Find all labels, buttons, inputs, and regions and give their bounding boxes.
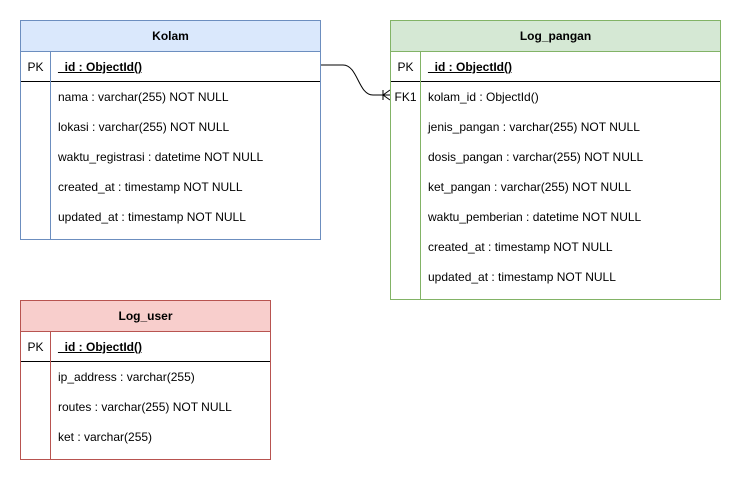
attribute: ket_pangan : varchar(255) NOT NULL (428, 180, 632, 194)
crowfoot-prong-top (382, 89, 391, 96)
attribute: created_at : timestamp NOT NULL (428, 240, 613, 254)
pk-label: PK (27, 60, 44, 74)
entity-title: Log_pangan (391, 21, 720, 52)
fk-label: FK1 (394, 90, 417, 104)
column-divider (420, 51, 421, 299)
pk-row: PK _id : ObjectId() (391, 52, 720, 82)
attribute: routes : varchar(255) NOT NULL (58, 400, 232, 414)
attribute: nama : varchar(255) NOT NULL (58, 90, 229, 104)
attribute: dosis_pangan : varchar(255) NOT NULL (428, 150, 644, 164)
attribute: updated_at : timestamp NOT NULL (58, 210, 246, 224)
crowfoot-prong-bottom (382, 94, 391, 101)
attribute: jenis_pangan : varchar(255) NOT NULL (428, 120, 640, 134)
attribute: updated_at : timestamp NOT NULL (428, 270, 616, 284)
attribute: lokasi : varchar(255) NOT NULL (58, 120, 230, 134)
attribute: waktu_registrasi : datetime NOT NULL (58, 150, 264, 164)
pk-label: PK (27, 340, 44, 354)
entity-log-pangan[interactable]: Log_pangan PK _id : ObjectId() FK1 kolam… (390, 20, 721, 300)
pk-field: _id : ObjectId() (58, 60, 142, 74)
pk-row: PK _id : ObjectId() (21, 332, 270, 362)
entity-title: Log_user (21, 301, 270, 332)
attribute: ket : varchar(255) (58, 430, 153, 444)
column-divider (50, 331, 51, 459)
pk-row: PK _id : ObjectId() (21, 52, 320, 82)
entity-kolam[interactable]: Kolam PK _id : ObjectId() nama : varchar… (20, 20, 321, 240)
pk-field: _id : ObjectId() (58, 340, 142, 354)
pk-label: PK (397, 60, 414, 74)
attribute: ip_address : varchar(255) (58, 370, 195, 384)
attribute: kolam_id : ObjectId() (428, 90, 539, 104)
entity-log-user[interactable]: Log_user PK _id : ObjectId() ip_address … (20, 300, 271, 460)
relationship-line (321, 64, 390, 96)
pk-field: _id : ObjectId() (428, 60, 512, 74)
attribute: created_at : timestamp NOT NULL (58, 180, 243, 194)
column-divider (50, 51, 51, 239)
attribute: waktu_pemberian : datetime NOT NULL (428, 210, 642, 224)
entity-title: Kolam (21, 21, 320, 52)
